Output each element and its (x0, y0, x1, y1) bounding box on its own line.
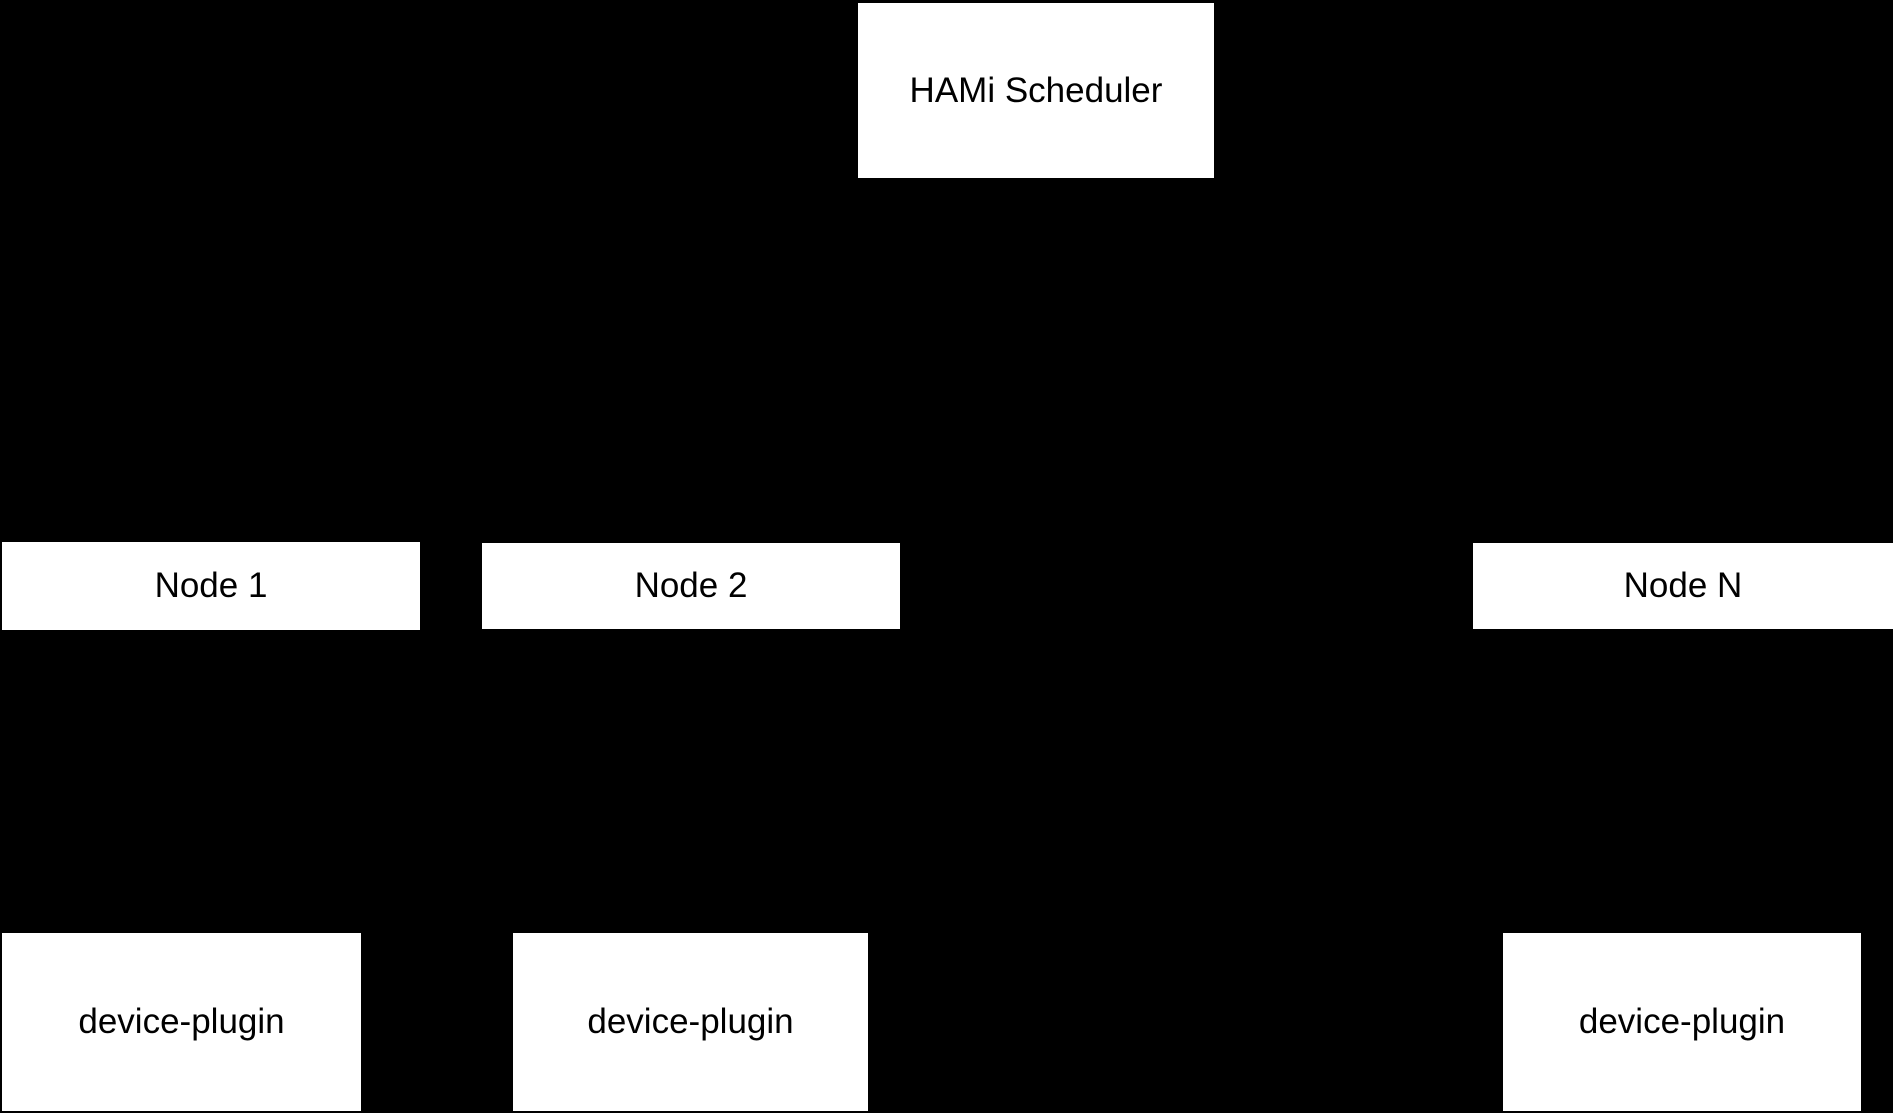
device-plugin-label-node-2: device-plugin (587, 1002, 794, 1041)
node-n-label: Node N (1623, 566, 1743, 605)
hami-scheduler-label: HAMi Scheduler (909, 70, 1163, 110)
device-plugin-label-node-n: device-plugin (1578, 1002, 1786, 1041)
node-1-box: Node 1 (2, 542, 420, 630)
hami-scheduler-box: HAMi Scheduler (858, 3, 1214, 178)
node-n-box: Node N (1473, 543, 1893, 629)
device-plugin-label-node-1: device-plugin (78, 1002, 285, 1041)
device-plugin-box-node-n: device-plugin (1503, 933, 1861, 1111)
device-plugin-box-node-2: device-plugin (513, 933, 868, 1111)
device-plugin-box-node-1: device-plugin (2, 933, 361, 1111)
node-1-label: Node 1 (154, 566, 268, 605)
node-2-box: Node 2 (482, 543, 900, 629)
node-2-label: Node 2 (634, 566, 748, 605)
